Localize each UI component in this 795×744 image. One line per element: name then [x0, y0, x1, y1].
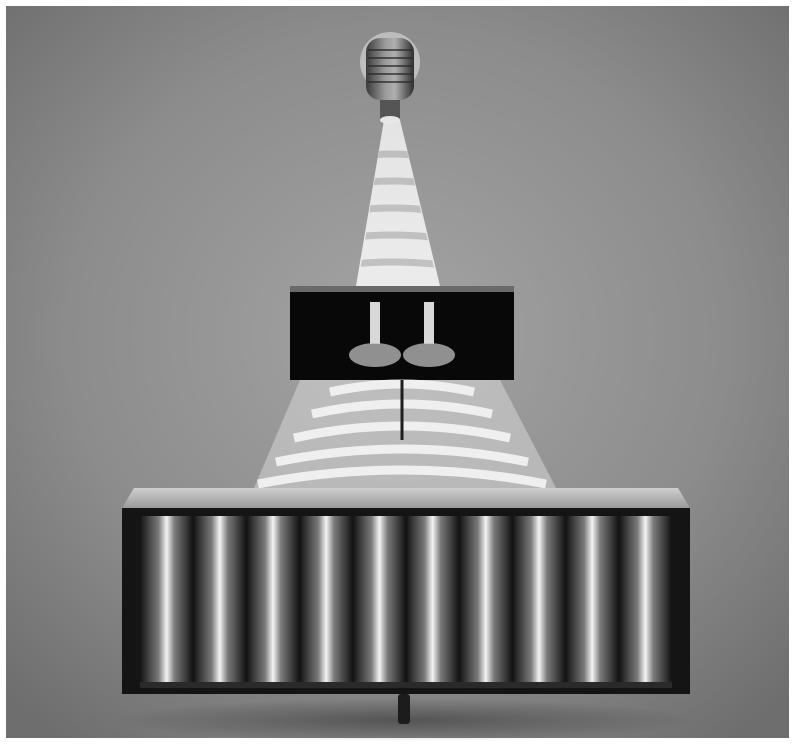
fringe-band [512, 516, 565, 682]
right-slit [424, 302, 434, 344]
detection-screen-icon [122, 488, 690, 724]
fringe-band [406, 516, 459, 682]
fringe-band [140, 516, 193, 682]
fringe-band [246, 516, 299, 682]
left-slit [370, 302, 380, 344]
fringe-band [300, 516, 353, 682]
fringe-band [566, 516, 619, 682]
screen-stand [398, 694, 410, 724]
double-slit-barrier-icon [290, 286, 514, 380]
fringe-band [353, 516, 406, 682]
fringe-band [619, 516, 672, 682]
fringe-band [193, 516, 246, 682]
fringe-band [459, 516, 512, 682]
